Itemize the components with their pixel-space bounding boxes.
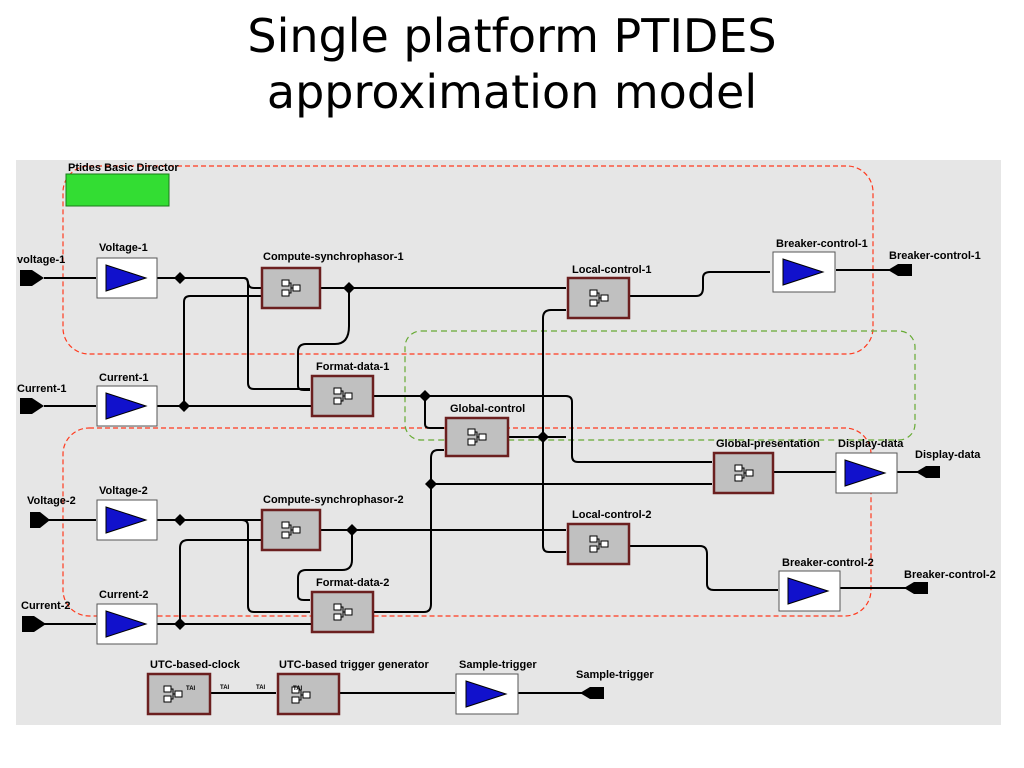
current-1-port[interactable] [20, 398, 44, 414]
local-control-1-label: Local-control-1 [572, 264, 651, 276]
compute-sync-2-label: Compute-synchrophasor-2 [263, 494, 404, 506]
sample-trigger-label: Sample-trigger [459, 659, 537, 671]
display-data-port-label: Display-data [915, 449, 981, 461]
sample-trigger-port-label: Sample-trigger [576, 669, 654, 681]
current-2-port-label: Current-2 [21, 600, 71, 612]
breaker-control-2-port[interactable] [904, 582, 928, 594]
actor-display-data[interactable]: Display-data [835, 438, 904, 494]
format-data-1-label: Format-data-1 [316, 361, 389, 373]
current-1-label: Current-1 [99, 372, 149, 384]
relations [174, 272, 549, 630]
output-ports [580, 264, 940, 699]
local-control-2-label: Local-control-2 [572, 509, 651, 521]
title-line-1: Single platform PTIDES [247, 9, 777, 63]
global-presentation-label: Global-presentation [716, 438, 820, 450]
actor-local-control-2[interactable]: Local-control-2 [566, 509, 651, 566]
platform-region-1 [62, 165, 874, 355]
actor-sample-trigger[interactable]: Sample-trigger [455, 659, 537, 715]
actor-format-data-2[interactable]: Format-data-2 [310, 577, 389, 634]
breaker-control-1-label: Breaker-control-1 [776, 238, 868, 250]
slide-title: Single platform PTIDES approximation mod… [0, 8, 1024, 120]
global-control-label: Global-control [450, 403, 525, 415]
format-data-2-label: Format-data-2 [316, 577, 389, 589]
sample-trigger-port[interactable] [580, 687, 604, 699]
actor-global-control[interactable]: Global-control [444, 403, 525, 458]
actor-current-2[interactable]: Current-2 [96, 589, 158, 645]
breaker-control-2-port-label: Breaker-control-2 [904, 569, 996, 581]
compute-sync-1-label: Compute-synchrophasor-1 [263, 251, 404, 263]
input-ports [20, 270, 50, 632]
utc-clock-tai-tag: TAI [186, 686, 196, 692]
generator-in-tai-tag: TAI [256, 685, 266, 691]
display-data-port[interactable] [916, 466, 940, 478]
actor-compute-synchrophasor-1[interactable]: Compute-synchrophasor-1 [260, 251, 404, 310]
voltage-2-port[interactable] [30, 512, 50, 528]
ptides-director[interactable] [65, 173, 170, 207]
trigger-generator-tai-tag: TAI [293, 686, 303, 692]
actor-voltage-2[interactable]: Voltage-2 [96, 485, 158, 541]
actor-utc-trigger-generator[interactable]: TAI UTC-based trigger generator [276, 659, 429, 716]
display-data-label: Display-data [838, 438, 904, 450]
voltage-1-port[interactable] [20, 270, 44, 286]
current-1-port-label: Current-1 [17, 383, 67, 395]
actor-breaker-control-1[interactable]: Breaker-control-1 [772, 238, 868, 293]
voltage-2-label: Voltage-2 [99, 485, 148, 497]
actor-format-data-1[interactable]: Format-data-1 [310, 361, 389, 418]
trigger-generator-label: UTC-based trigger generator [279, 659, 429, 671]
wires [44, 269, 918, 694]
global-region [404, 330, 916, 441]
actor-breaker-control-2[interactable]: Breaker-control-2 [778, 557, 874, 612]
clock-out-tai-tag: TAI [220, 685, 230, 691]
voltage-1-port-label: voltage-1 [17, 254, 65, 266]
breaker-control-2-label: Breaker-control-2 [782, 557, 874, 569]
actor-utc-based-clock[interactable]: TAI UTC-based-clock [146, 659, 241, 716]
actor-local-control-1[interactable]: Local-control-1 [566, 264, 651, 320]
title-line-2: approximation model [266, 65, 758, 119]
current-2-port[interactable] [22, 616, 46, 632]
voltage-2-port-label: Voltage-2 [27, 495, 76, 507]
actor-compute-synchrophasor-2[interactable]: Compute-synchrophasor-2 [260, 494, 404, 552]
breaker-control-1-port[interactable] [888, 264, 912, 276]
utc-clock-label: UTC-based-clock [150, 659, 241, 671]
actor-current-1[interactable]: Current-1 [96, 372, 158, 427]
current-2-label: Current-2 [99, 589, 149, 601]
breaker-control-1-port-label: Breaker-control-1 [889, 250, 981, 262]
actor-voltage-1[interactable]: Voltage-1 [96, 242, 158, 299]
actor-global-presentation[interactable]: Global-presentation [712, 438, 820, 495]
voltage-1-label: Voltage-1 [99, 242, 148, 254]
director-label: Ptides Basic Director [68, 162, 179, 174]
